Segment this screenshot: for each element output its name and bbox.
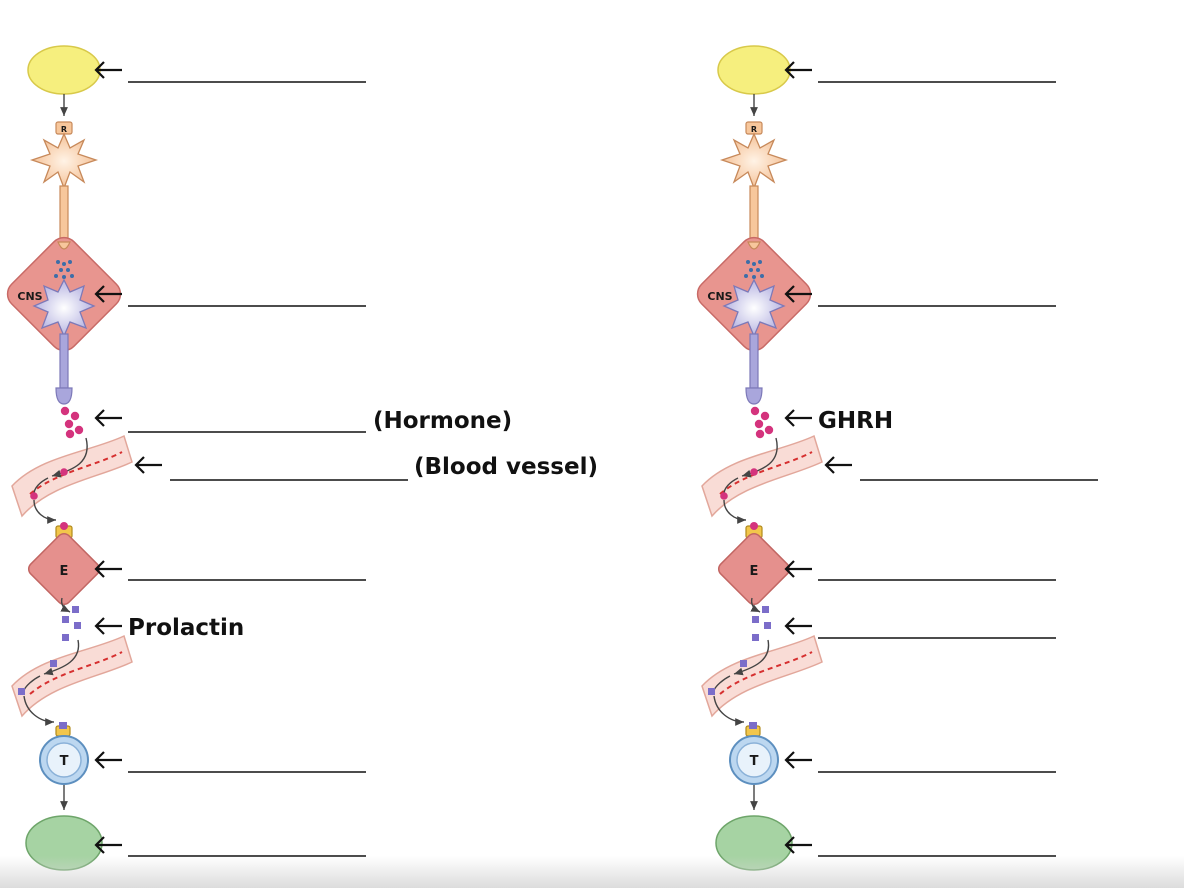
vessel-suffix-label: (Blood vessel) bbox=[414, 454, 598, 480]
hormone-suffix-label: (Hormone) bbox=[373, 408, 512, 434]
endocrine-label-right: E bbox=[750, 564, 759, 579]
target-label: T bbox=[60, 754, 69, 769]
left-panel: R CNS E T (Hormone) (Blood vessel) Prola… bbox=[2, 46, 598, 870]
endocrine-label: E bbox=[60, 564, 69, 579]
cns-label-right: CNS bbox=[707, 290, 732, 303]
right-panel: R CNS E T GHRH bbox=[692, 46, 1098, 870]
target-label-right: T bbox=[750, 754, 759, 769]
cns-label: CNS bbox=[17, 290, 42, 303]
bottom-edge-shadow bbox=[0, 856, 1184, 888]
receptor-label: R bbox=[61, 125, 67, 134]
left-answer-blanks bbox=[128, 81, 408, 857]
receptor-label-right: R bbox=[751, 125, 757, 134]
ghrh-label: GHRH bbox=[818, 408, 893, 434]
right-answer-blanks bbox=[818, 81, 1098, 857]
prolactin-label: Prolactin bbox=[128, 615, 244, 641]
